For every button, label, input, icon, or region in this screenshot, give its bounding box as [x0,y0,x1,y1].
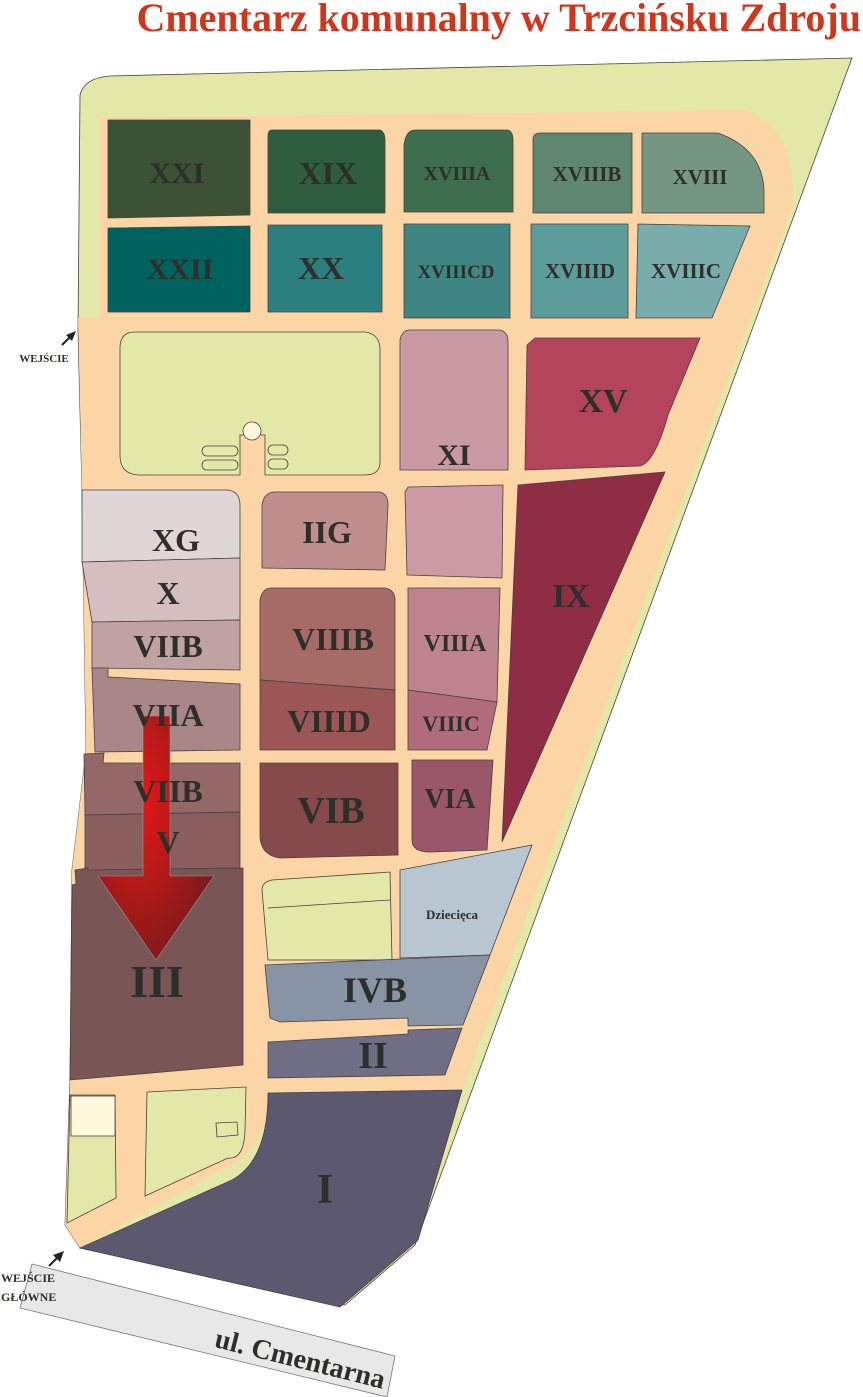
label-VIIIA: VIIIA [424,631,487,657]
section-XV[interactable] [524,337,701,471]
label-IIG: IIG [302,514,352,550]
main-entrance-label-line2: GŁÓWNE [1,1290,56,1304]
bench [201,459,239,471]
section-VIIB[interactable] [91,619,241,671]
bench [267,458,289,470]
label-XXII: XXII [147,253,214,286]
section-XI[interactable] [399,329,509,471]
label-VIA: VIA [424,784,476,815]
label-IVB: IVB [343,970,407,1010]
section-III[interactable] [69,867,244,1081]
label-XVIIID: XVIIID [545,259,615,283]
map-title: Cmentarz komunalny w Trzcińsku Zdroju [136,0,861,40]
bench [201,445,239,457]
label-XG: XG [152,522,200,558]
section-XVIIIA[interactable] [403,129,514,213]
section-XIX[interactable] [267,129,386,214]
green-plot [261,871,393,961]
section-XXII[interactable] [107,225,251,313]
section-XVIII[interactable] [641,132,765,214]
side-entrance-arrow-icon [61,331,76,346]
label-II: II [358,1035,388,1077]
label-Dziecieca: Dziecięca [426,907,478,922]
label-XXI: XXI [149,157,204,190]
green-square [119,331,381,476]
bench [267,444,289,456]
label-III: III [130,956,184,1007]
section-VIA[interactable] [411,759,494,853]
main-entrance-label-line1: WEJŚCIE [1,1271,55,1285]
section-VIIA[interactable] [91,667,241,753]
section-VIB[interactable] [259,762,399,859]
section-IX[interactable] [501,471,666,843]
label-VIIB: VIIB [133,628,202,664]
green-plot-divider [267,899,391,909]
label-IX: IX [552,578,590,615]
label-V: V [156,824,179,860]
label-VIIID: VIIID [287,703,371,739]
direction-arrow-icon [97,715,215,961]
side-entrance-label: WEJŚCIE [19,353,69,365]
section-XG[interactable] [81,489,241,563]
label-XI: XI [437,439,470,472]
label-VIB-left: VIIB [133,773,202,809]
label-X: X [156,575,179,611]
label-VIB: VIB [297,790,365,832]
section-VIIIC[interactable] [407,689,498,751]
label-XVIIICD: XVIIICD [417,262,494,283]
label-VIIA: VIIA [132,697,203,733]
section-XVIIIB[interactable] [532,132,633,214]
section-I[interactable] [78,1089,463,1308]
label-VIIIC: VIIIC [422,711,479,736]
section-unlabeled[interactable] [404,484,504,579]
section-XVIIICD[interactable] [403,223,511,319]
street-ul-cmentarna[interactable] [19,1263,396,1397]
label-XIX: XIX [299,155,358,191]
small-building [70,1095,116,1137]
label-XVIIIC: XVIIIC [651,259,721,283]
label-XV: XV [578,383,628,420]
section-II[interactable] [267,1027,463,1079]
chapel [242,421,262,441]
label-VIIIB: VIIIB [292,621,374,657]
section-IIG[interactable] [261,491,389,571]
section-XVIIID[interactable] [530,223,629,319]
label-XVIIIA: XVIIIA [424,163,491,185]
label-XVIIIB: XVIIIB [553,162,622,186]
section-XXI[interactable] [107,119,251,219]
section-VIIID[interactable] [259,679,396,751]
label-XX: XX [298,250,344,286]
label-XVIII: XVIII [673,165,728,189]
section-XX[interactable] [267,224,383,313]
label-I: I [317,1167,333,1213]
section-IVB[interactable] [264,954,491,1027]
green-plot [144,1086,247,1197]
main-entrance-arrow-icon [48,1251,64,1267]
section-XVIIIC[interactable] [635,223,751,319]
small-building [215,1121,239,1138]
main-entrance-label: WEJŚCIE GŁÓWNE [1,1271,58,1304]
